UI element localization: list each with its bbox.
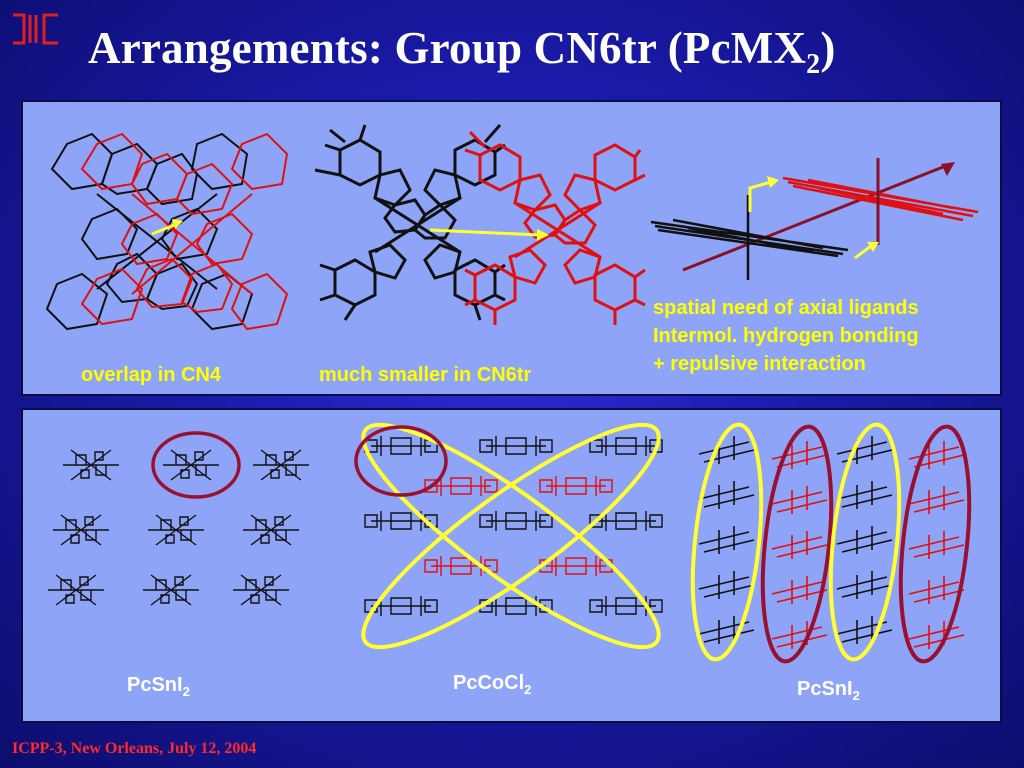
- compound-label-right: PcSnI2: [797, 678, 860, 703]
- crystal-packing-panel: PcSnI2 PcCoCl2: [21, 408, 1002, 723]
- interaction-description: spatial need of axial ligands Intermol. …: [653, 294, 919, 378]
- compound-label-left: PcSnI2: [127, 674, 190, 699]
- pccocl2-packing-diagram: [354, 422, 663, 650]
- overlap-comparison-panel: overlap in CN4: [21, 100, 1002, 396]
- slide-title: Arrangements: Group CN6tr (PcMX2): [88, 23, 836, 80]
- desc-line-2: Intermol. hydrogen bonding: [653, 325, 919, 347]
- cn4-overlap-diagram: [45, 132, 289, 331]
- institute-logo-icon: [13, 13, 58, 45]
- desc-line-1: spatial need of axial ligands: [653, 297, 919, 319]
- cn6tr-overlap-diagram: [314, 124, 646, 325]
- caption-overlap-cn4: overlap in CN4: [81, 364, 222, 386]
- axial-ligand-side-view: [650, 158, 979, 280]
- compound-label-middle: PcCoCl2: [453, 672, 532, 697]
- conference-footer: ICPP-3, New Orleans, July 12, 2004: [12, 740, 257, 757]
- desc-line-3: + repulsive interaction: [653, 353, 866, 375]
- pcsni2-column-diagram: [690, 422, 972, 664]
- caption-smaller-cn6tr: much smaller in CN6tr: [319, 364, 532, 386]
- pcsni2-packing-diagram: [48, 431, 309, 606]
